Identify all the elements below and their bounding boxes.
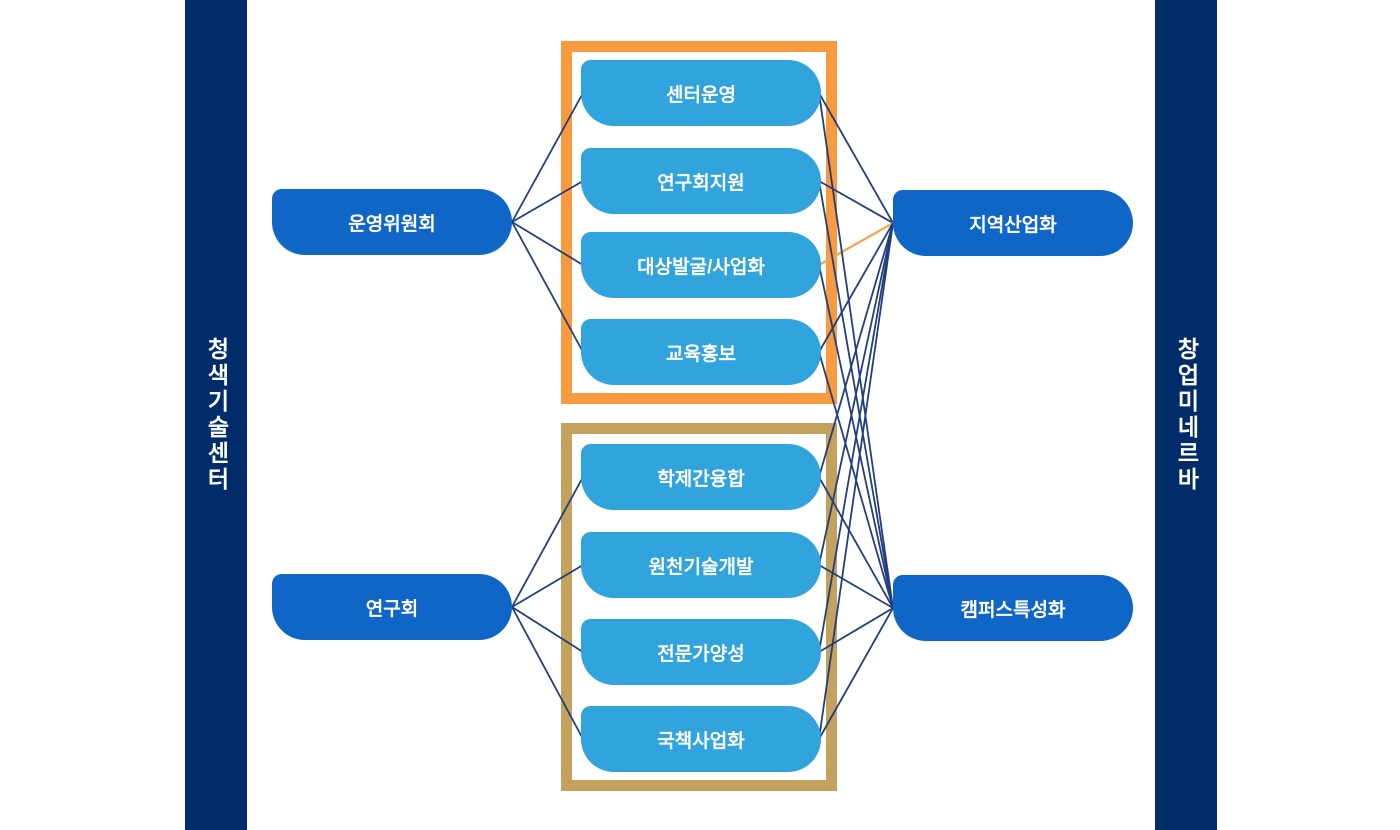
node-national-project: 국책사업화 [581,706,821,772]
edge-bottom-2-to-campus [818,564,894,609]
edge-top-2-to-campus [818,180,894,609]
node-research-society: 연구회 [272,574,512,640]
edge-top-3-to-campus [818,264,894,609]
left-sidebar: 청색기술센터 [185,0,247,830]
edge-committee-to-top-3 [511,221,584,266]
edge-society-to-bottom-2 [511,564,584,608]
node-regional-industrialization: 지역산업화 [893,190,1133,256]
node-operating-committee: 운영위원회 [272,189,512,255]
node-target-discovery: 대상발굴/사업화 [581,232,821,298]
top-group-frame [561,41,837,404]
left-sidebar-label: 청색기술센터 [203,337,230,493]
edge-committee-to-top-4 [511,221,584,353]
node-society-support: 연구회지원 [581,148,821,214]
node-core-tech: 원천기술개발 [581,532,821,598]
edge-committee-to-top-2 [511,180,584,223]
edge-top-2-to-regional [818,180,894,224]
node-expert-training: 전문가양성 [581,619,821,685]
edge-society-to-bottom-4 [511,606,584,740]
node-campus-specialization: 캠퍼스특성화 [893,575,1133,641]
edge-committee-to-top-1 [511,92,584,223]
right-sidebar: 창업미네르바 [1155,0,1217,830]
edge-top-1-to-regional [818,92,894,224]
edge-society-to-bottom-1 [511,476,584,608]
bottom-group-frame [561,423,837,791]
edge-society-to-bottom-3 [511,606,584,653]
edge-top-3-to-regional-orange [818,222,894,266]
edge-top-1-to-campus [818,92,894,609]
edge-top-4-to-regional [818,222,894,353]
node-education-pr: 교육홍보 [581,319,821,385]
node-interdisciplinary: 학제간융합 [581,444,821,510]
edge-bottom-3-to-campus [818,607,894,653]
edge-bottom-1-to-campus [818,476,894,609]
right-sidebar-label: 창업미네르바 [1173,337,1200,493]
edge-top-4-to-campus [818,351,894,609]
node-center-operation: 센터운영 [581,60,821,126]
edge-bottom-4-to-campus [818,607,894,740]
